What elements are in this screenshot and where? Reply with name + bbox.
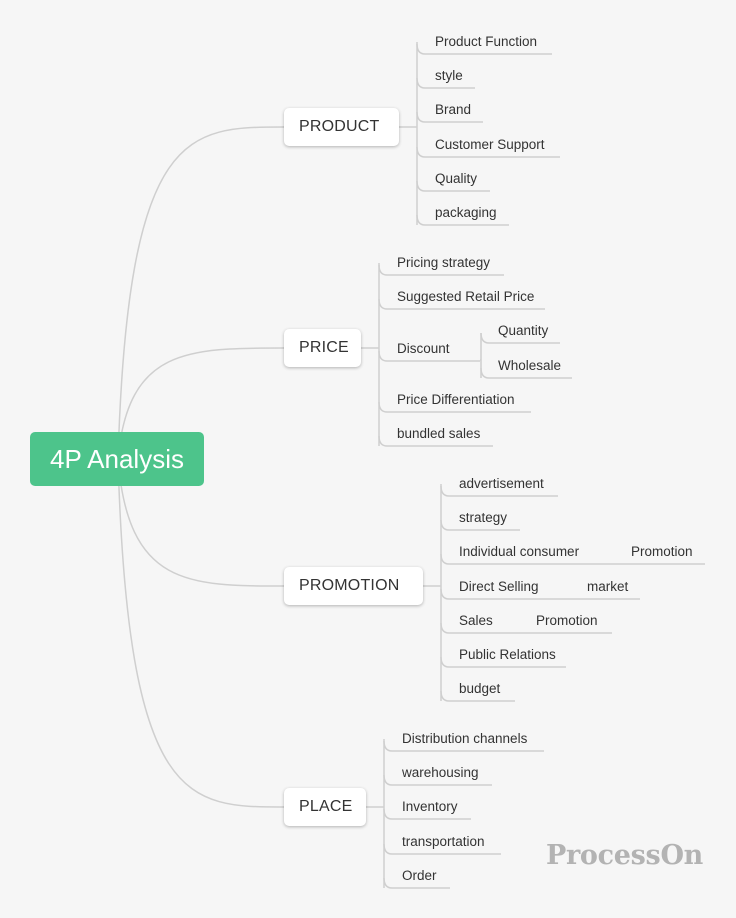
leaf-strategy[interactable]: strategy bbox=[459, 510, 508, 525]
branch-node-place[interactable]: PLACE bbox=[284, 788, 366, 826]
leaf-individual-consumer[interactable]: Individual consumer bbox=[459, 544, 580, 559]
leaf-individual-consumer-promotion[interactable]: Promotion bbox=[631, 544, 693, 559]
link-leaf-leaf-product-function bbox=[416, 43, 552, 55]
link-leaf-leaf-order bbox=[383, 877, 450, 889]
link-leaf-leaf-quality bbox=[416, 180, 490, 192]
link-leaf-leaf-style bbox=[416, 77, 475, 89]
link-root-branch-node-promotion bbox=[117, 458, 285, 587]
branch-node-product[interactable]: PRODUCT bbox=[284, 108, 399, 146]
link-leaf-leaf-inventory bbox=[383, 808, 471, 820]
root-node[interactable]: 4P Analysis bbox=[30, 432, 204, 486]
leaf-distribution-channels[interactable]: Distribution channels bbox=[402, 731, 528, 746]
link-leaf-leaf-distribution-channels bbox=[383, 740, 544, 752]
link-leaf-leaf-strategy bbox=[440, 519, 520, 531]
leaf-order[interactable]: Order bbox=[402, 868, 437, 883]
leaf-discount-quantity[interactable]: Quantity bbox=[498, 323, 549, 338]
link-leaf-leaf-direct-selling bbox=[440, 588, 640, 600]
leaf-sales-promotion[interactable]: Promotion bbox=[536, 613, 598, 628]
link-discount-wholesale bbox=[480, 367, 572, 379]
leaf-discount-wholesale[interactable]: Wholesale bbox=[498, 358, 562, 373]
link-leaf-leaf-discount bbox=[378, 350, 480, 362]
link-leaf-leaf-advertisement bbox=[440, 485, 558, 497]
leaf-direct-selling-market[interactable]: market bbox=[587, 579, 629, 594]
leaf-bundled-sales[interactable]: bundled sales bbox=[397, 426, 481, 441]
link-leaf-leaf-budget bbox=[440, 690, 515, 702]
leaf-suggested-retail-price[interactable]: Suggested Retail Price bbox=[397, 289, 535, 304]
branch-node-promotion[interactable]: PROMOTION bbox=[284, 567, 423, 605]
leaf-brand[interactable]: Brand bbox=[435, 102, 472, 117]
leaf-price-differentiation[interactable]: Price Differentiation bbox=[397, 392, 515, 407]
link-leaf-leaf-pricing-strategy bbox=[378, 264, 504, 276]
leaf-product-function[interactable]: Product Function bbox=[435, 34, 538, 49]
leaf-budget[interactable]: budget bbox=[459, 681, 501, 696]
leaf-quality[interactable]: Quality bbox=[435, 171, 478, 186]
leaf-sales[interactable]: Sales bbox=[459, 613, 493, 628]
link-leaf-leaf-transportation bbox=[383, 843, 501, 855]
link-leaf-leaf-packaging bbox=[416, 214, 509, 226]
link-leaf-leaf-warehousing bbox=[383, 774, 492, 786]
link-leaf-leaf-customer-support bbox=[416, 146, 560, 158]
link-root-branch-node-place bbox=[117, 458, 285, 808]
leaf-inventory[interactable]: Inventory bbox=[402, 799, 458, 814]
link-root-branch-node-price bbox=[117, 347, 285, 460]
leaf-advertisement[interactable]: advertisement bbox=[459, 476, 544, 491]
link-discount-quantity bbox=[480, 332, 560, 344]
link-leaf-leaf-price-differentiation bbox=[378, 401, 531, 413]
leaf-pricing-strategy[interactable]: Pricing strategy bbox=[397, 255, 491, 270]
leaf-discount[interactable]: Discount bbox=[397, 341, 450, 356]
link-leaf-leaf-individual-consumer bbox=[440, 553, 705, 565]
processon-watermark: ProcessOn bbox=[546, 840, 704, 871]
link-leaf-leaf-public-relations bbox=[440, 656, 566, 668]
leaf-customer-support[interactable]: Customer Support bbox=[435, 137, 545, 152]
leaf-packaging[interactable]: packaging bbox=[435, 205, 497, 220]
leaf-public-relations[interactable]: Public Relations bbox=[459, 647, 556, 662]
leaf-style[interactable]: style bbox=[435, 68, 463, 83]
link-leaf-leaf-brand bbox=[416, 111, 483, 123]
leaf-warehousing[interactable]: warehousing bbox=[402, 765, 479, 780]
leaf-direct-selling[interactable]: Direct Selling bbox=[459, 579, 539, 594]
leaf-transportation[interactable]: transportation bbox=[402, 834, 485, 849]
branch-node-price[interactable]: PRICE bbox=[284, 329, 361, 367]
link-leaf-leaf-bundled-sales bbox=[378, 435, 493, 447]
link-leaf-leaf-suggested-retail-price bbox=[378, 298, 545, 310]
link-root-branch-node-product bbox=[117, 126, 285, 460]
link-leaf-leaf-sales bbox=[440, 622, 612, 634]
